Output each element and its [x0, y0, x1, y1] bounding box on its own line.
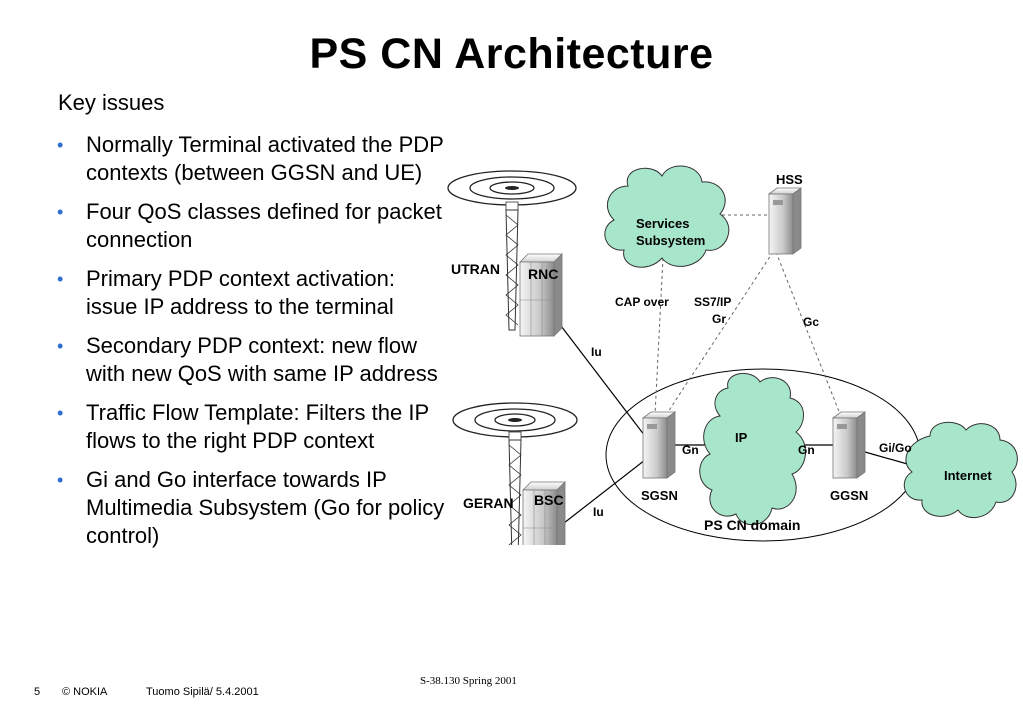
ps-cn-domain-label: PS CN domain	[704, 517, 800, 533]
bullet-dot-icon: •	[57, 470, 64, 490]
ggsn-server: GGSN	[830, 411, 868, 503]
footer-course: S-38.130 Spring 2001	[420, 675, 517, 687]
rnc-label: RNC	[528, 266, 558, 282]
bullet-item: •Traffic Flow Template: Filters the IP f…	[57, 400, 429, 453]
architecture-diagram: Services Subsystem IP Internet HSS SGSN …	[447, 165, 1018, 545]
ip-cloud: IP	[699, 373, 806, 525]
utran-label: UTRAN	[451, 261, 500, 277]
bsc-rack: GERAN BSC	[463, 481, 566, 545]
gigo-label: Gi/Go	[879, 441, 912, 455]
gn-right-label: Gn	[798, 443, 815, 457]
bsc-label: BSC	[534, 492, 564, 508]
ss7-label: SS7/IP	[694, 295, 731, 309]
internet-label: Internet	[944, 468, 992, 483]
iu-bottom-label: Iu	[593, 505, 604, 519]
iu-link-rnc	[554, 317, 649, 441]
footer-author: Tuomo Sipilä/ 5.4.2001	[146, 686, 259, 698]
rnc-rack: UTRAN RNC	[451, 253, 563, 337]
gc-label: Gc	[803, 315, 819, 329]
bullet-dot-icon: •	[57, 202, 64, 222]
bullet-item: •Gi and Go interface towards IP Multimed…	[57, 467, 445, 548]
bullet-item: •Normally Terminal activated the PDP con…	[57, 132, 444, 185]
iu-link-bsc	[554, 459, 646, 531]
services-label-line1: Services	[636, 216, 690, 231]
hss-label: HSS	[776, 172, 803, 187]
bullet-list: •Normally Terminal activated the PDP con…	[55, 131, 445, 561]
geran-antenna	[452, 402, 578, 545]
ggsn-label: GGSN	[830, 488, 868, 503]
dotted-link-cap	[654, 257, 664, 416]
hss-server: HSS	[767, 172, 803, 255]
slide-title: PS CN Architecture	[309, 30, 714, 78]
utran-antenna	[447, 170, 577, 331]
bullet-dot-icon: •	[57, 403, 64, 423]
bullet-item: •Four QoS classes defined for packet con…	[57, 199, 442, 252]
bullet-dot-icon: •	[57, 269, 64, 289]
bullet-dot-icon: •	[57, 135, 64, 155]
dotted-link-gc	[775, 251, 841, 415]
sgsn-label: SGSN	[641, 488, 678, 503]
geran-label: GERAN	[463, 495, 514, 511]
gn-left-label: Gn	[682, 443, 699, 457]
bullet-dot-icon: •	[57, 336, 64, 356]
bullet-item: •Primary PDP context activation: issue I…	[57, 266, 395, 319]
cap-label: CAP over	[615, 295, 669, 309]
footer-company: © NOKIA	[62, 686, 108, 698]
internet-cloud: Internet	[903, 421, 1018, 518]
ip-label: IP	[735, 430, 748, 445]
key-issues-heading: Key issues	[58, 90, 165, 115]
services-subsystem-cloud: Services Subsystem	[604, 165, 730, 268]
services-label-line2: Subsystem	[636, 233, 705, 248]
iu-top-label: Iu	[591, 345, 602, 359]
gr-label: Gr	[712, 312, 726, 326]
bullet-item: •Secondary PDP context: new flow with ne…	[57, 333, 438, 386]
sgsn-server: SGSN	[641, 411, 678, 503]
footer-page-number: 5	[34, 686, 41, 698]
